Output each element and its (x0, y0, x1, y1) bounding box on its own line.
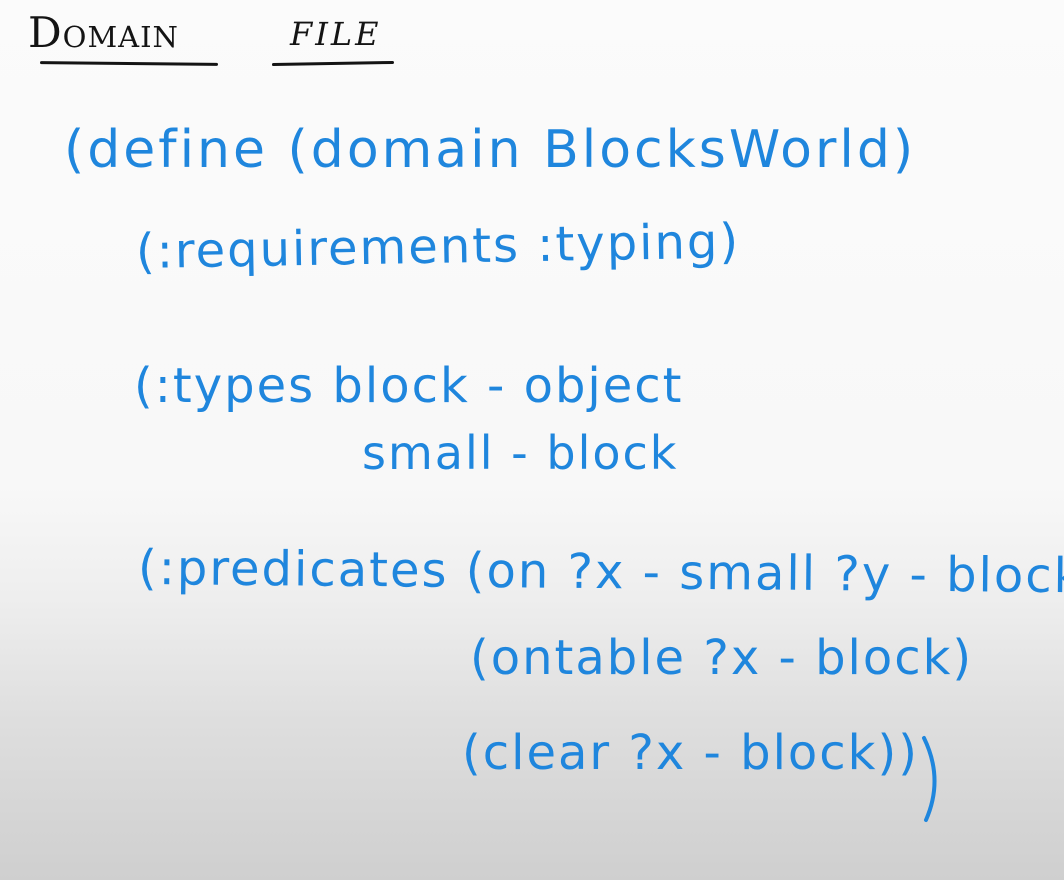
code-line-types-small: small - block (362, 426, 679, 480)
code-line-define: (define (domain BlocksWorld) (64, 120, 917, 180)
code-line-predicates-clear: (clear ?x - block)) (462, 725, 919, 781)
heading-domain-underline (39, 61, 219, 66)
code-line-predicates-on: (:predicates (on ?x - small ?y - block) (137, 540, 1064, 605)
heading-file: file (290, 2, 382, 56)
heading-domain: Domain (28, 8, 179, 57)
code-line-predicates-ontable: (ontable ?x - block) (470, 630, 974, 686)
code-line-types: (:types block - object (134, 358, 684, 414)
heading-file-underline (271, 60, 395, 67)
code-line-requirements: (:requirements :typing) (135, 213, 741, 280)
closing-paren-stroke (922, 736, 937, 822)
